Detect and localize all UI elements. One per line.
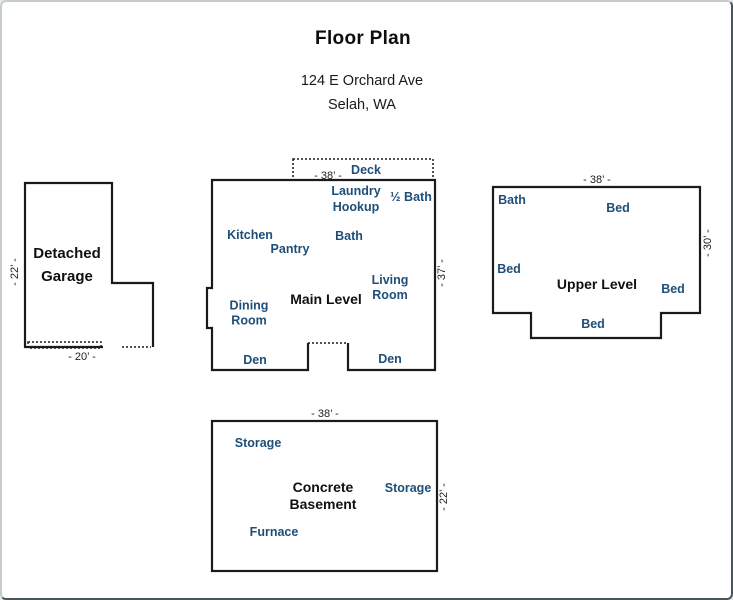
basement-label-line1: Concrete	[292, 479, 354, 495]
page-title: Floor Plan	[315, 28, 411, 49]
laundry-label-line2: Hookup	[332, 200, 380, 214]
garage-name-line1: Detached	[33, 245, 101, 262]
deck-outline	[292, 158, 434, 181]
main-height-dim: - 37’ -	[436, 259, 448, 287]
garage-outline	[23, 181, 155, 349]
garage-name-label: Detached Garage	[33, 242, 101, 288]
upper-level-label: Upper Level	[556, 276, 638, 292]
upper-level-outline	[491, 185, 702, 340]
laundry-hookup-label: Laundry Hookup	[331, 183, 380, 215]
bed-bottom-label: Bed	[581, 317, 605, 331]
main-width-dim: - 38’ -	[314, 170, 342, 182]
basement-label-line2: Basement	[289, 496, 357, 512]
half-bath-label: ½ Bath	[390, 190, 432, 204]
basement-height-dim: - 22’ -	[438, 483, 450, 511]
den-right-label: Den	[378, 352, 402, 366]
main-level-label: Main Level	[290, 291, 362, 307]
main-level-outline	[205, 178, 437, 372]
storage-right-label: Storage	[384, 481, 432, 495]
pantry-label: Pantry	[270, 242, 310, 256]
living-label-line2: Room	[372, 288, 408, 302]
kitchen-label: Kitchen	[227, 228, 273, 242]
bed-right-label: Bed	[661, 282, 685, 296]
garage-width-dim: - 20’ -	[68, 351, 96, 363]
laundry-label-line1: Laundry	[331, 184, 381, 198]
basement-outline	[210, 419, 439, 573]
bed-left-label: Bed	[497, 262, 521, 276]
upper-bath-label: Bath	[498, 193, 526, 207]
dining-label-line1: Dining	[229, 298, 269, 313]
furnace-label: Furnace	[249, 525, 299, 539]
garage-name-line2: Garage	[41, 268, 93, 285]
garage-door-dotted	[27, 341, 102, 349]
dining-room-label: Dining Room	[230, 299, 269, 328]
garage-height-dim: - 22’ -	[9, 258, 21, 286]
storage-top-label: Storage	[234, 436, 282, 450]
basement-width-dim: - 38’ -	[311, 408, 339, 420]
deck-label: Deck	[351, 163, 381, 177]
upper-width-dim: - 38’ -	[583, 174, 611, 186]
address-line-1: 124 E Orchard Ave	[300, 73, 424, 89]
living-label-line1: Living	[371, 273, 409, 287]
bed-top-label: Bed	[606, 201, 630, 215]
basement-level-label: Concrete Basement	[290, 479, 357, 513]
address-line-2: Selah, WA	[328, 97, 396, 113]
living-room-label: Living Room	[372, 273, 409, 303]
upper-height-dim: - 30’ -	[702, 229, 714, 257]
dining-label-line2: Room	[231, 313, 267, 327]
bath-label: Bath	[335, 229, 363, 243]
den-left-label: Den	[243, 353, 267, 367]
